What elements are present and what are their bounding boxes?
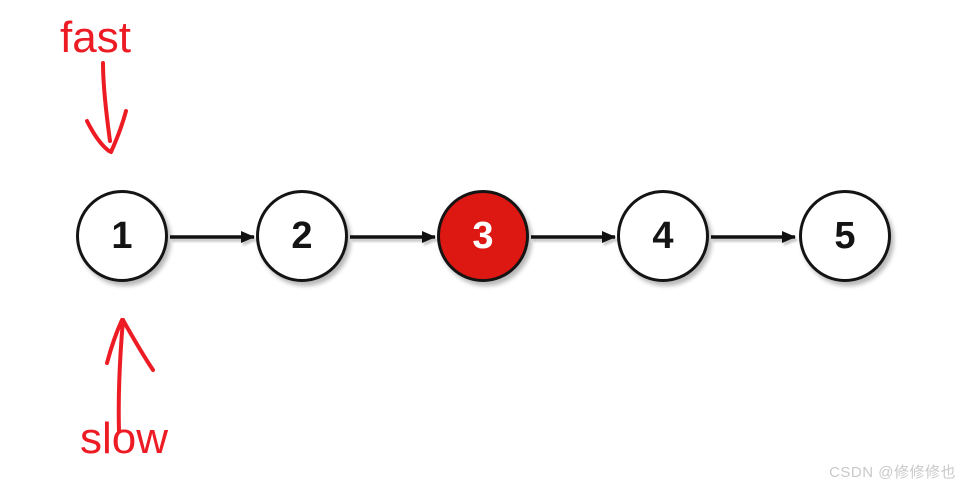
node-value: 5 (834, 215, 856, 257)
csdn-watermark: CSDN @修修修也 (829, 464, 956, 481)
node-value: 4 (652, 215, 674, 257)
list-node-1: 1 (76, 190, 168, 282)
node-value: 3 (472, 215, 494, 257)
list-node-5: 5 (799, 190, 891, 282)
fast-pointer-label: fast (60, 13, 131, 62)
list-node-3: 3 (437, 190, 529, 282)
fast-arrow-down-icon (85, 61, 128, 154)
node-value: 1 (111, 215, 133, 257)
node-value: 2 (291, 215, 313, 257)
list-node-4: 4 (617, 190, 709, 282)
slow-pointer-label: slow (80, 414, 169, 463)
list-node-2: 2 (256, 190, 348, 282)
